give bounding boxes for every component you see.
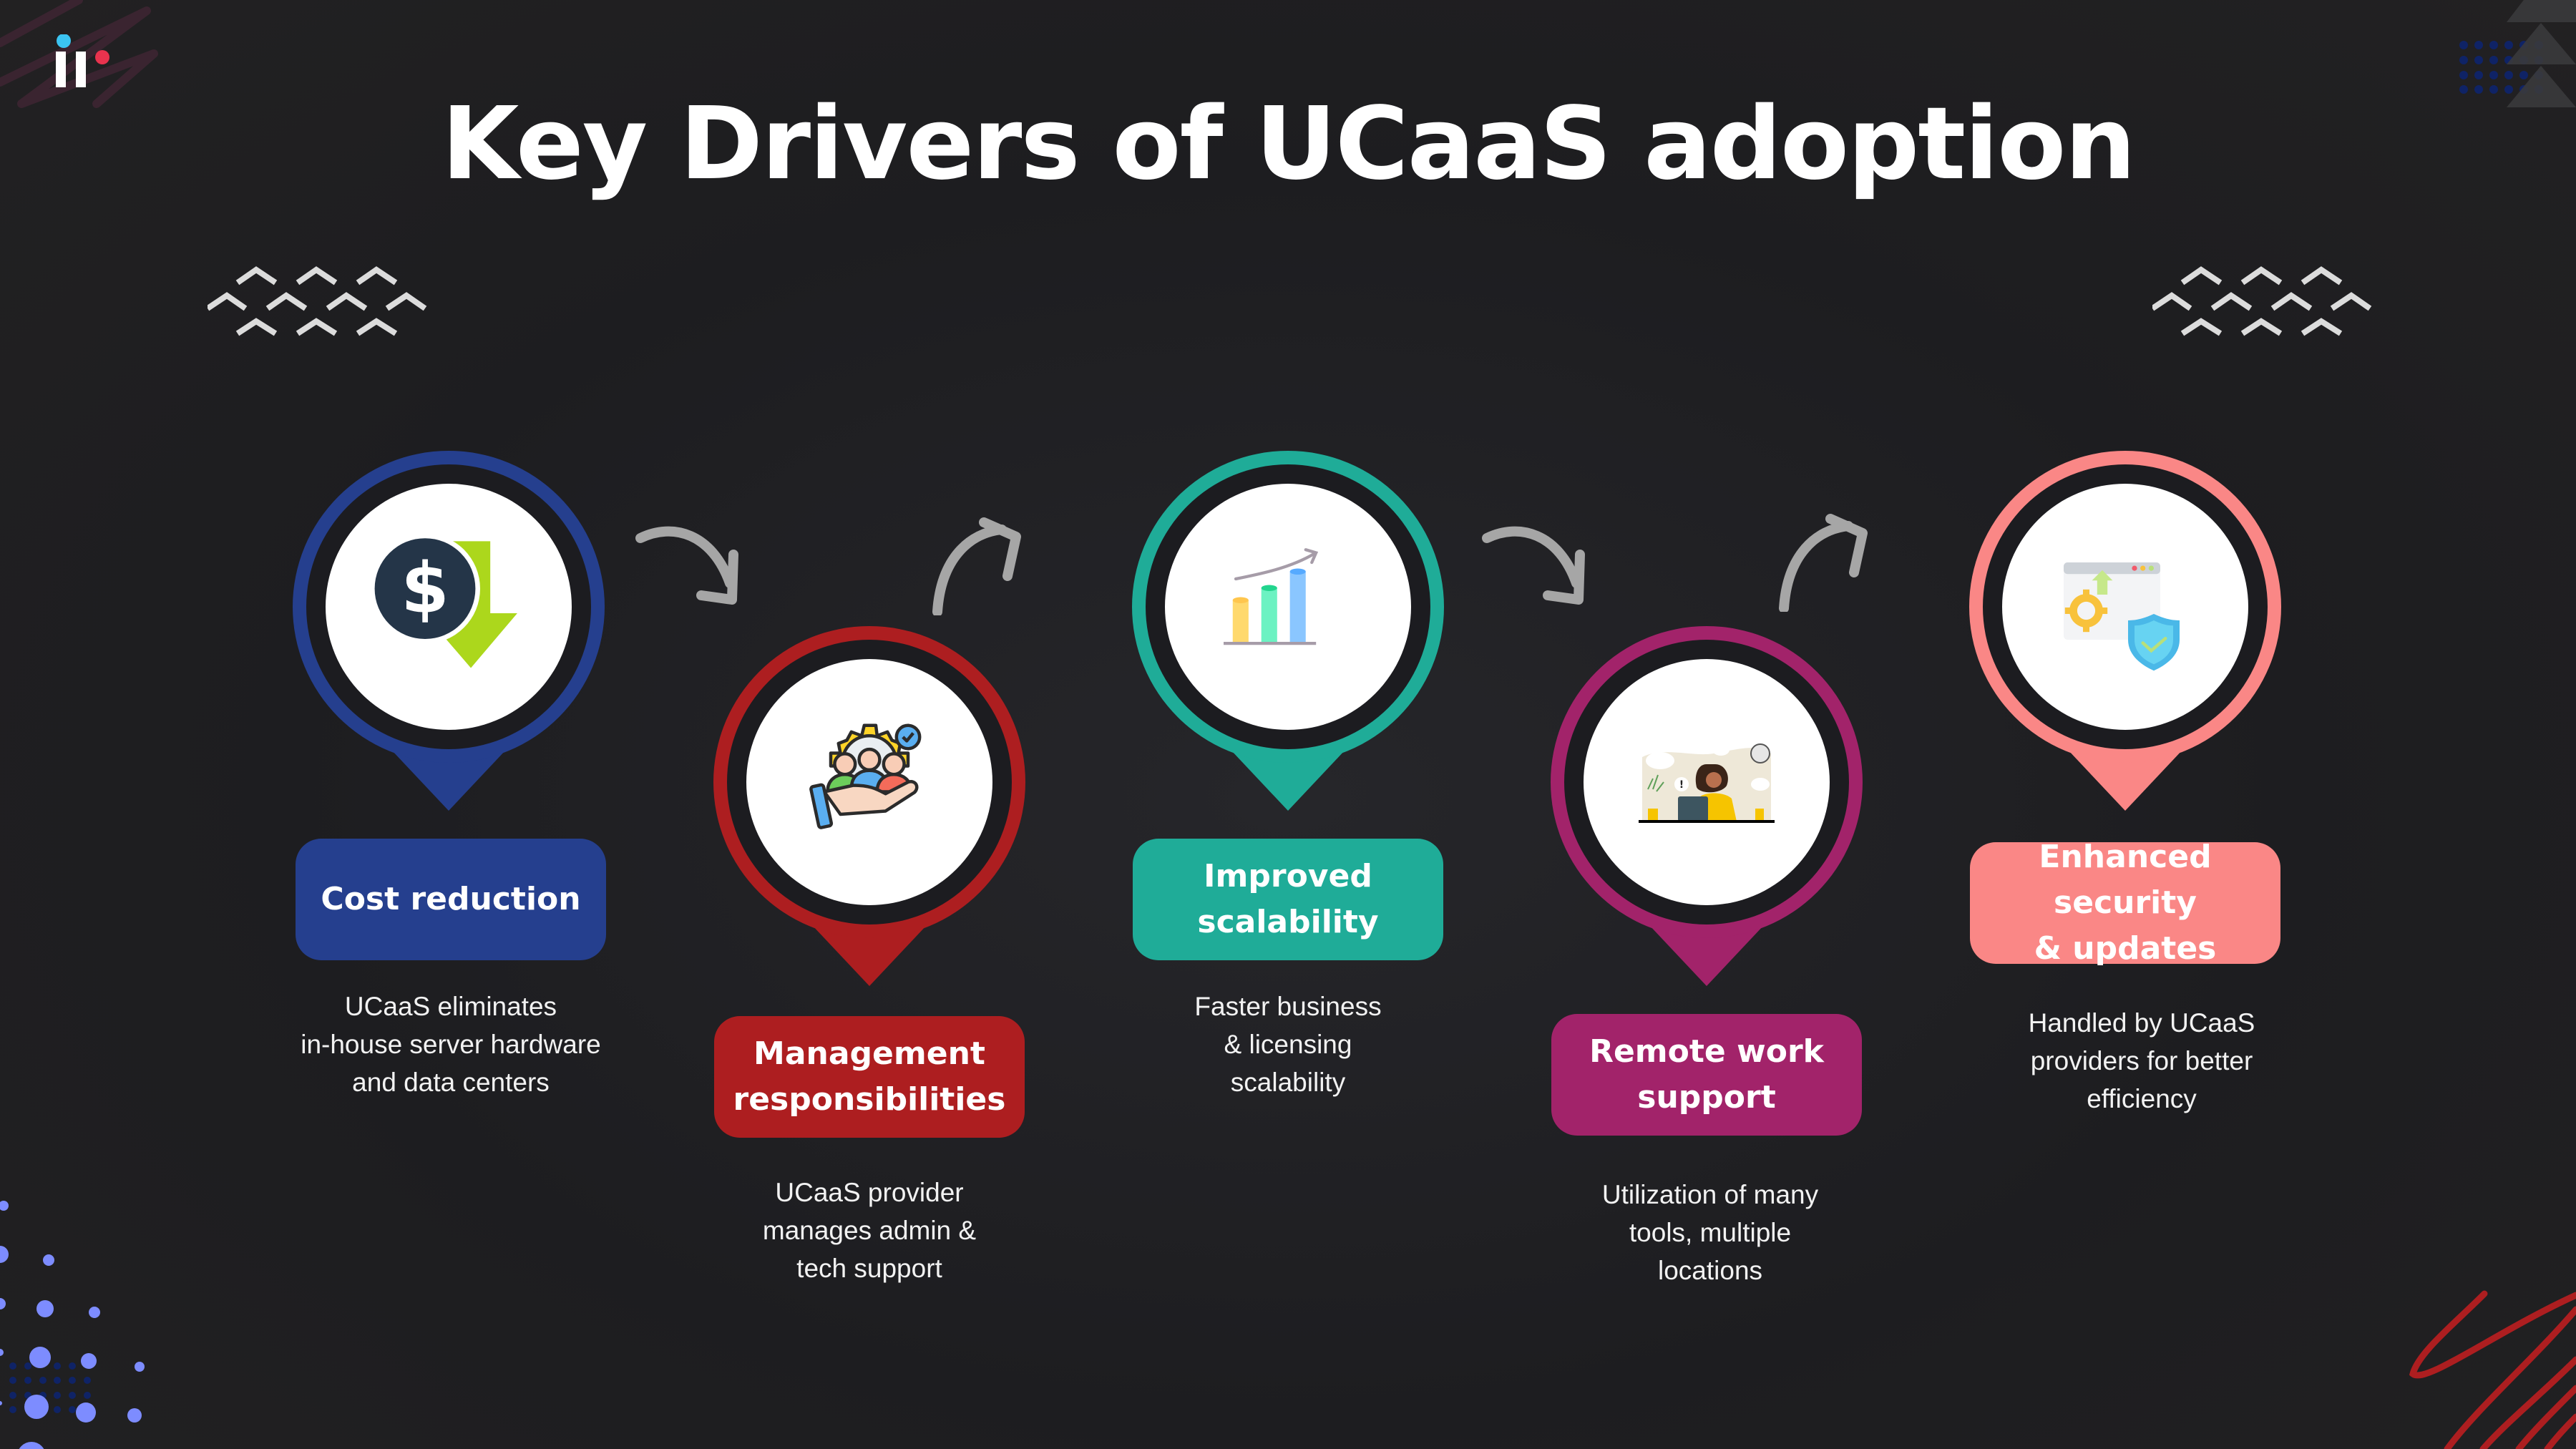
driver-label-security: Enhanced security & updates <box>1970 839 2280 967</box>
driver-description-cost-reduction: UCaaS eliminates in-house server hardwar… <box>301 992 601 1097</box>
page-title: Key Drivers of UCaaS adoption <box>441 86 2136 203</box>
dollar-down-arrow-icon: $ <box>370 533 517 668</box>
svg-text:$: $ <box>401 548 449 629</box>
triangles-decoration-top-right <box>2459 0 2576 107</box>
driver-label-management: Management responsibilities <box>714 1016 1025 1138</box>
driver-pin-remote-work: ! <box>1549 625 1864 986</box>
chevron-pattern-right <box>2152 266 2372 336</box>
team-in-hand-gear-icon <box>809 723 922 829</box>
driver-label-scalability: Improved scalability <box>1133 839 1443 960</box>
driver-label-remote-work: Remote work support <box>1551 1014 1862 1136</box>
growth-bar-chart-icon <box>1224 548 1319 645</box>
curved-arrow-up-icon <box>1779 514 1868 612</box>
driver-pin-security <box>1968 449 2283 811</box>
driver-pin-management <box>712 625 1027 986</box>
curved-arrow-up-icon <box>932 517 1021 615</box>
dots-decoration-bottom-left <box>0 1201 145 1449</box>
driver-description-remote-work: Utilization of many tools, multiple loca… <box>1601 1180 1819 1285</box>
driver-pin-scalability <box>1131 449 1445 811</box>
security-update-shield-icon <box>2064 562 2180 671</box>
curved-arrow-down-icon <box>1482 526 1585 605</box>
svg-text:!: ! <box>1679 779 1684 791</box>
driver-pin-cost-reduction: $ <box>291 449 606 811</box>
brand-logo <box>56 34 120 92</box>
chevron-pattern-left <box>208 266 427 336</box>
driver-description-scalability: Faster business & licensing scalability <box>1194 992 1382 1097</box>
logo-dot-blue <box>57 34 71 48</box>
driver-label-cost-reduction: Cost reduction <box>296 839 606 960</box>
curved-arrow-down-icon <box>635 526 738 605</box>
driver-description-security: Handled by UCaaS providers for better ef… <box>2028 1008 2255 1113</box>
remote-worker-laptop-icon: ! <box>1639 743 1775 823</box>
scribble-decoration-bottom-right <box>2409 1290 2576 1449</box>
driver-description-management: UCaaS provider manages admin & tech supp… <box>762 1178 977 1283</box>
scribble-decoration-top-left <box>0 0 158 108</box>
logo-dot-red <box>95 50 109 64</box>
